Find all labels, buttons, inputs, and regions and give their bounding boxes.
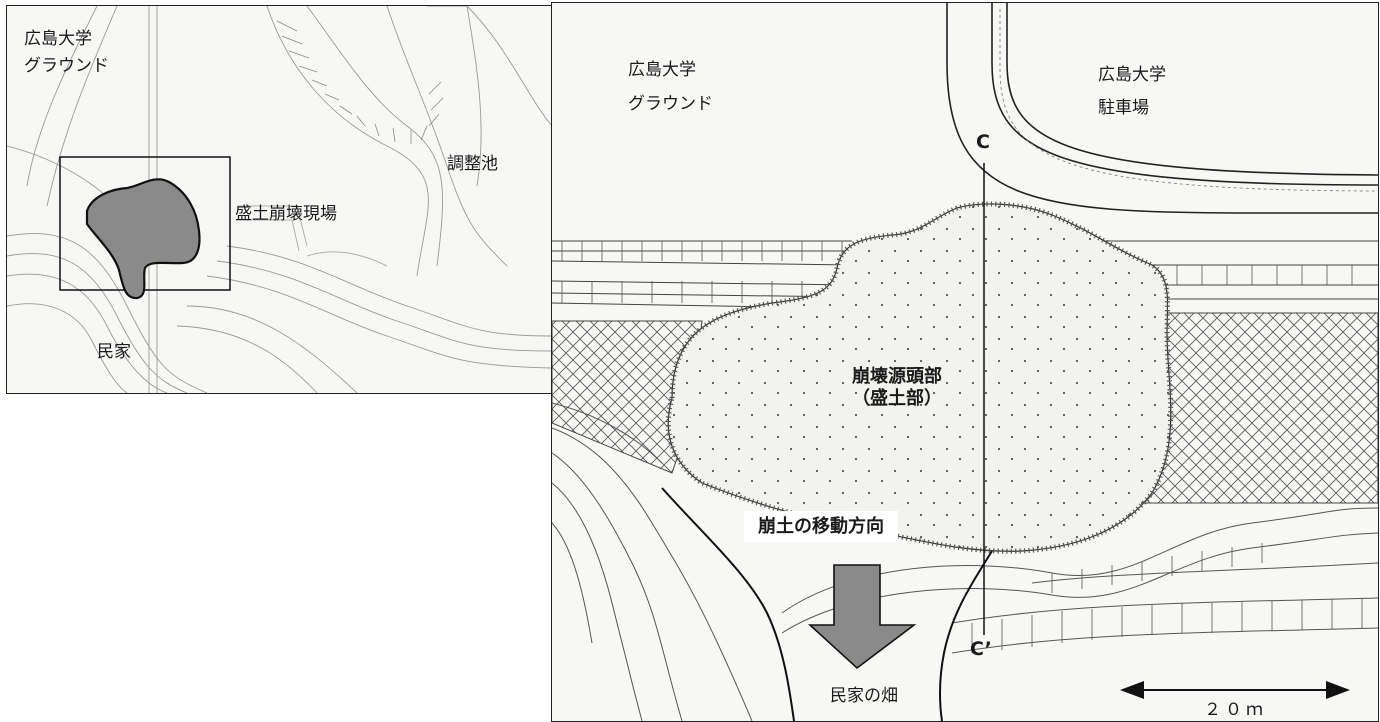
main-flow-direction-label: 崩土の移動方向	[744, 511, 898, 542]
main-flow-arrow	[807, 564, 917, 670]
inset-ground-label-line2: グラウンド	[24, 56, 109, 76]
main-parking-label-line2: 駐車場	[1098, 98, 1149, 118]
main-section-start-label: C	[976, 131, 990, 153]
inset-hachures	[276, 20, 444, 144]
main-source-label-line1: 崩壊源頭部	[852, 366, 942, 387]
inset-roads	[237, 205, 388, 267]
main-field-label: 民家の畑	[830, 686, 898, 706]
main-detail-map: 広島大学 グラウンド 広島大学 駐車場 C 崩壊源頭部 （盛土部） 崩土の移動方…	[551, 2, 1379, 722]
inset-house-label: 民家	[97, 342, 131, 362]
inset-map-drawing	[7, 6, 552, 393]
main-source-label-line2: （盛土部）	[852, 388, 942, 409]
main-scale-label: ２０ｍ	[1204, 700, 1267, 720]
inset-location-map: 広島大学 グラウンド 調整池 盛土崩壊現場 民家	[6, 5, 553, 394]
main-ground-label-line1: 広島大学	[628, 60, 696, 80]
inset-landslide-area	[85, 178, 201, 300]
main-flow-boundaries	[661, 487, 993, 721]
main-map-drawing	[552, 3, 1378, 721]
main-lower-ticks	[971, 543, 1363, 653]
main-parking-label-line1: 広島大学	[1098, 65, 1166, 85]
inset-site-label: 盛土崩壊現場	[235, 204, 337, 224]
main-section-end-label: C’	[970, 638, 992, 660]
main-terrace-ticks-left	[561, 241, 843, 303]
inset-ground-label-line1: 広島大学	[24, 29, 92, 49]
main-scale-bar	[1120, 681, 1350, 699]
main-ground-label-line2: グラウンド	[628, 94, 713, 114]
main-road-curves	[946, 3, 1378, 214]
main-terrace-ticks-right	[1151, 265, 1353, 285]
main-lower-contours	[552, 402, 1378, 721]
main-collapse-source-scarp	[665, 201, 1174, 554]
inset-pond-label: 調整池	[447, 154, 498, 174]
